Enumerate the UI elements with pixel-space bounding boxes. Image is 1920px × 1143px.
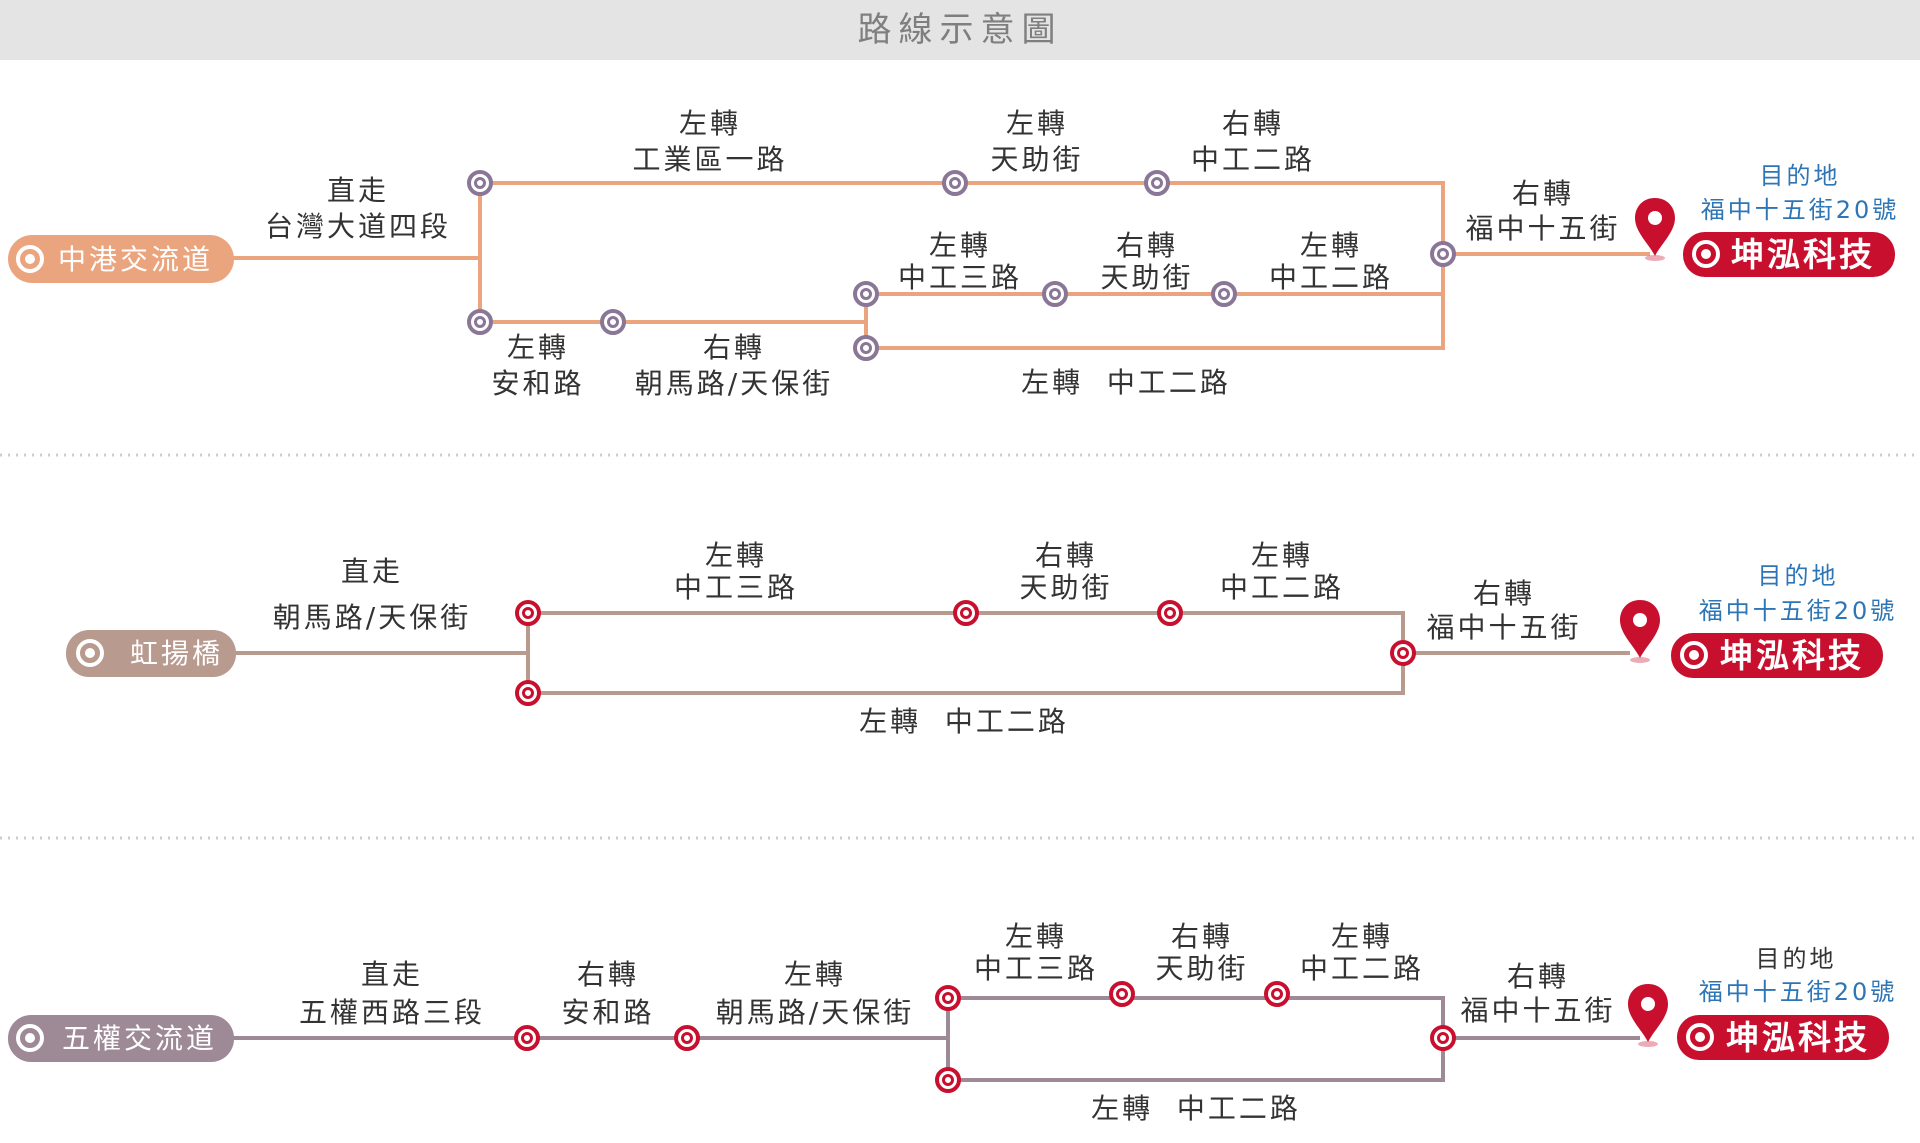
destination: 目的地 福中十五街20號 坤泓科技 bbox=[1635, 162, 1900, 277]
direction-label: 右轉福中十五街 bbox=[1465, 177, 1620, 245]
route-node bbox=[853, 335, 879, 361]
direction-label: 右轉朝馬路/天保街 bbox=[635, 331, 833, 400]
destination: 目的地 福中十五街20號 坤泓科技 bbox=[1628, 945, 1898, 1060]
direction-label: 左轉中工三路 bbox=[974, 920, 1098, 985]
route-node bbox=[1109, 981, 1135, 1007]
direction-label: 左轉中工三路 bbox=[674, 539, 798, 604]
route-node bbox=[953, 600, 979, 626]
direction-label: 右轉中工二路 bbox=[1191, 107, 1315, 176]
direction-label: 左轉天助街 bbox=[990, 107, 1083, 176]
destination-address: 福中十五街20號 bbox=[1699, 597, 1898, 625]
direction-label: 右轉福中十五街 bbox=[1460, 960, 1615, 1027]
destination-heading: 目的地 bbox=[1758, 562, 1839, 590]
start-label: 五權交流道 bbox=[62, 1022, 217, 1055]
destination-name: 坤泓科技 bbox=[1720, 636, 1864, 675]
route-node bbox=[1264, 981, 1290, 1007]
direction-label: 左轉中工三路 bbox=[898, 229, 1022, 294]
direction-label: 右轉天助街 bbox=[1100, 229, 1193, 294]
route-2: 虹揚橋 直走朝馬路/天保街 左轉中工三路 右轉天助街 左轉中工二路 左轉 中工二… bbox=[66, 539, 1898, 738]
direction-label: 左轉朝馬路/天保街 bbox=[716, 958, 914, 1029]
route-node bbox=[1211, 281, 1237, 307]
page-title: 路線示意圖 bbox=[857, 10, 1063, 50]
route-node bbox=[514, 1025, 540, 1051]
route-node bbox=[1144, 170, 1170, 196]
destination-address: 福中十五街20號 bbox=[1701, 196, 1900, 224]
route-node bbox=[515, 600, 541, 626]
route-node bbox=[515, 680, 541, 706]
route-node bbox=[942, 170, 968, 196]
direction-label: 左轉 中工二路 bbox=[859, 705, 1069, 738]
destination-name: 坤泓科技 bbox=[1726, 1018, 1870, 1057]
direction-label: 直走台灣大道四段 bbox=[265, 174, 451, 243]
direction-label: 右轉安和路 bbox=[561, 958, 654, 1029]
direction-label: 直走朝馬路/天保街 bbox=[273, 555, 471, 634]
route-node bbox=[467, 170, 493, 196]
map-pin-icon bbox=[1635, 198, 1675, 261]
route-1: 中港交流道 直走台灣大道四段 左轉工業區一路 左轉天助街 右轉中工二路 左轉中工… bbox=[8, 107, 1900, 400]
direction-label: 左轉工業區一路 bbox=[632, 107, 787, 176]
route-node bbox=[1157, 600, 1183, 626]
start-badge: 五權交流道 bbox=[8, 1015, 234, 1062]
start-badge: 中港交流道 bbox=[8, 235, 234, 283]
direction-label: 左轉安和路 bbox=[491, 331, 584, 400]
direction-label: 右轉天助街 bbox=[1155, 920, 1248, 985]
direction-label: 左轉 中工二路 bbox=[1021, 366, 1231, 399]
direction-label: 直走五權西路三段 bbox=[299, 958, 485, 1029]
direction-label: 左轉 中工二路 bbox=[1091, 1092, 1301, 1125]
route-node bbox=[467, 309, 493, 335]
direction-label: 左轉中工二路 bbox=[1269, 229, 1393, 294]
route-3: 五權交流道 直走五權西路三段 右轉安和路 左轉朝馬路/天保街 左轉中工三路 右轉… bbox=[8, 920, 1898, 1125]
direction-label: 左轉中工二路 bbox=[1300, 920, 1424, 985]
route-node bbox=[1390, 640, 1416, 666]
route-node bbox=[853, 281, 879, 307]
route-node bbox=[600, 309, 626, 335]
direction-label: 右轉福中十五街 bbox=[1426, 577, 1581, 644]
header-bar: 路線示意圖 bbox=[0, 0, 1920, 60]
destination-heading: 目的地 bbox=[1756, 945, 1837, 973]
direction-label: 右轉天助街 bbox=[1019, 539, 1112, 604]
route-node bbox=[935, 985, 961, 1011]
route-node bbox=[1430, 241, 1456, 267]
destination-name: 坤泓科技 bbox=[1731, 235, 1875, 274]
direction-label: 左轉中工二路 bbox=[1220, 539, 1344, 604]
destination: 目的地 福中十五街20號 坤泓科技 bbox=[1620, 562, 1898, 678]
start-label: 中港交流道 bbox=[58, 243, 213, 276]
destination-heading: 目的地 bbox=[1760, 162, 1841, 190]
route-node bbox=[674, 1025, 700, 1051]
route-node bbox=[1042, 281, 1068, 307]
route-node bbox=[935, 1067, 961, 1093]
route-node bbox=[1430, 1025, 1456, 1051]
destination-address: 福中十五街20號 bbox=[1699, 978, 1898, 1006]
start-badge: 虹揚橋 bbox=[66, 630, 236, 677]
start-label: 虹揚橋 bbox=[130, 637, 223, 670]
